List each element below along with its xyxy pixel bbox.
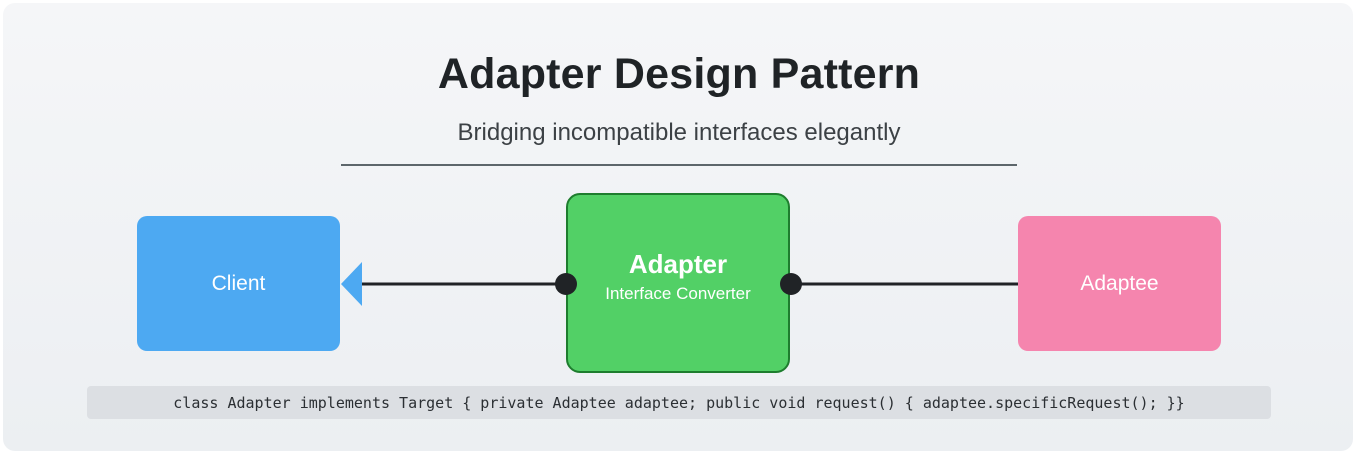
client-node: Client xyxy=(137,216,340,351)
title-divider xyxy=(341,164,1017,166)
adapter-node: Adapter Interface Converter xyxy=(566,193,790,373)
adapter-left-port-icon xyxy=(555,273,577,295)
adapter-right-port-icon xyxy=(780,273,802,295)
adapter-label: Adapter xyxy=(628,248,728,279)
client-label: Client xyxy=(211,271,266,295)
page-subtitle: Bridging incompatible interfaces elegant… xyxy=(457,119,901,146)
adaptee-node: Adaptee xyxy=(1018,216,1221,351)
adapter-sublabel: Interface Converter xyxy=(605,283,751,303)
adaptee-label: Adaptee xyxy=(1080,271,1159,295)
code-snippet: class Adapter implements Target { privat… xyxy=(87,386,1271,419)
arrowhead-icon xyxy=(341,262,362,306)
page-title: Adapter Design Pattern xyxy=(437,50,921,98)
